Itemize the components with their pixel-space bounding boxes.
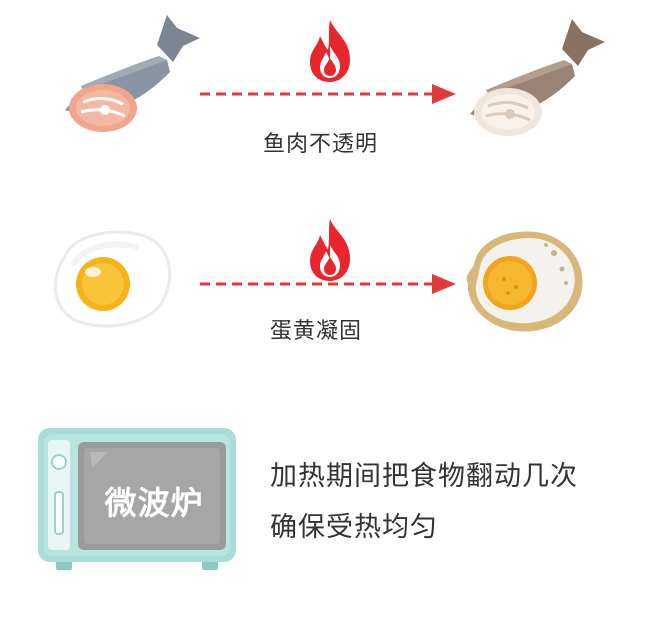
arrow-icon [200, 274, 456, 294]
microwave-icon [38, 428, 236, 570]
arrow-icon [200, 84, 456, 104]
raw-egg-icon [54, 230, 172, 328]
fried-egg-icon [466, 231, 583, 332]
fish-step-label: 鱼肉不透明 [263, 132, 379, 157]
flame-icon [310, 20, 350, 82]
microwave-label: 微波炉 [104, 484, 204, 522]
egg-step-label: 蛋黄凝固 [270, 319, 363, 344]
microwave-tip-line-1: 加热期间把食物翻动几次 [270, 461, 578, 492]
cooked-fish-icon [470, 19, 605, 136]
microwave-tip-line-2: 确保受热均匀 [270, 512, 438, 543]
flame-icon [310, 219, 350, 281]
raw-fish-icon [65, 15, 200, 132]
